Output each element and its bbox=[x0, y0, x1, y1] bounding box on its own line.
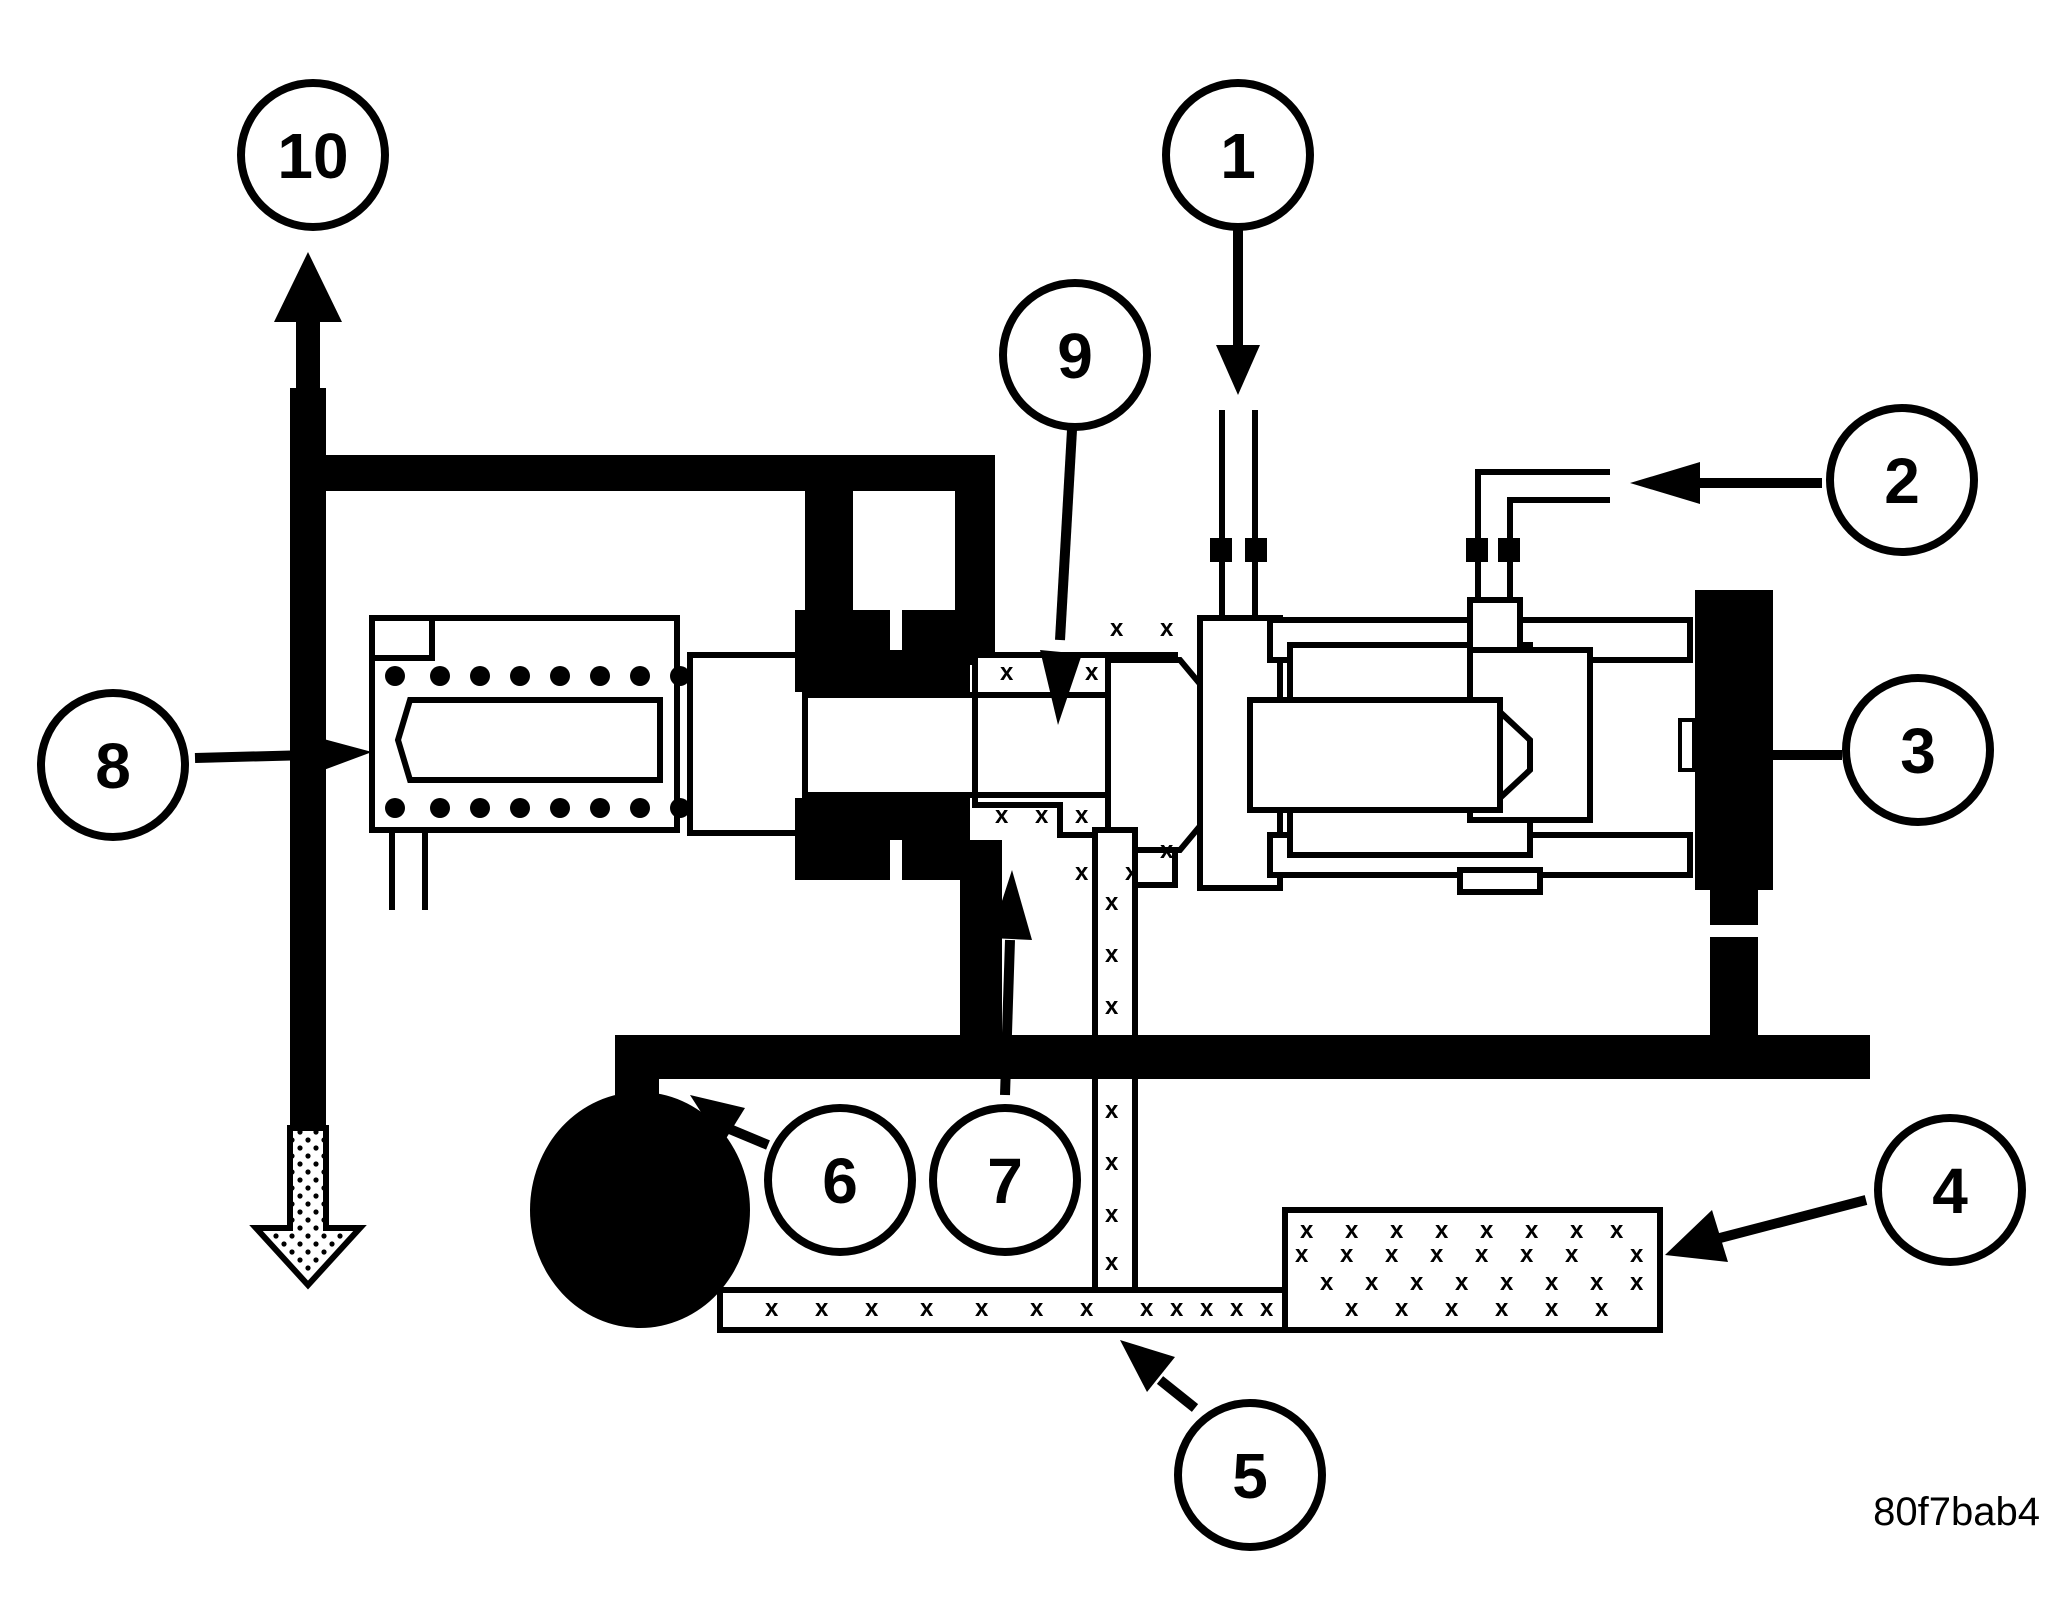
svg-text:x: x bbox=[1500, 1269, 1514, 1296]
svg-text:x: x bbox=[1080, 1295, 1094, 1322]
callout-6-label: 6 bbox=[822, 1145, 858, 1217]
svg-text:x: x bbox=[1430, 1241, 1444, 1268]
svg-text:x: x bbox=[1105, 889, 1119, 916]
svg-text:x: x bbox=[1480, 1217, 1494, 1244]
svg-text:x: x bbox=[1000, 659, 1014, 686]
svg-text:x: x bbox=[1435, 1217, 1449, 1244]
svg-text:x: x bbox=[1300, 1217, 1314, 1244]
svg-text:x: x bbox=[815, 1295, 829, 1322]
svg-text:x: x bbox=[1595, 1295, 1609, 1322]
svg-text:x: x bbox=[1445, 1295, 1459, 1322]
svg-text:x: x bbox=[1590, 1269, 1604, 1296]
leader-arrows bbox=[194, 230, 1868, 1412]
callout-9: 9 bbox=[999, 279, 1151, 431]
svg-text:x: x bbox=[1525, 1217, 1539, 1244]
svg-text:x: x bbox=[1160, 615, 1174, 642]
svg-text:x: x bbox=[1110, 615, 1124, 642]
svg-text:x: x bbox=[765, 1295, 779, 1322]
svg-text:x: x bbox=[1395, 1295, 1409, 1322]
callout-10: 10 bbox=[237, 79, 389, 231]
callout-8-label: 8 bbox=[95, 730, 131, 802]
exhaust-arrow bbox=[249, 1125, 367, 1290]
svg-text:x: x bbox=[1385, 1241, 1399, 1268]
svg-text:x: x bbox=[1230, 1295, 1244, 1322]
svg-text:x: x bbox=[1260, 1295, 1274, 1322]
svg-text:x: x bbox=[1630, 1241, 1644, 1268]
svg-text:x: x bbox=[1200, 1295, 1214, 1322]
svg-text:x: x bbox=[1160, 837, 1174, 864]
callout-3: 3 bbox=[1842, 674, 1994, 826]
svg-text:x: x bbox=[1035, 802, 1049, 829]
callout-4: 4 bbox=[1874, 1114, 2026, 1266]
svg-text:x: x bbox=[1610, 1217, 1624, 1244]
svg-text:x: x bbox=[1320, 1269, 1334, 1296]
svg-text:x: x bbox=[1075, 859, 1089, 886]
svg-text:x: x bbox=[1105, 1045, 1119, 1072]
callout-4-label: 4 bbox=[1932, 1155, 1968, 1227]
svg-text:x: x bbox=[1390, 1217, 1404, 1244]
svg-text:x: x bbox=[1340, 1241, 1354, 1268]
callout-8: 8 bbox=[37, 689, 189, 841]
bottom-passage bbox=[530, 1035, 1870, 1333]
svg-text:x: x bbox=[1085, 659, 1099, 686]
svg-text:x: x bbox=[1105, 1097, 1119, 1124]
callout-5-label: 5 bbox=[1232, 1440, 1268, 1512]
valve-spool bbox=[687, 610, 1002, 1040]
svg-text:x: x bbox=[1455, 1269, 1469, 1296]
callout-1: 1 bbox=[1162, 79, 1314, 231]
callout-7: 7 bbox=[929, 1104, 1081, 1256]
callout-9-label: 9 bbox=[1057, 320, 1093, 392]
svg-text:x: x bbox=[1105, 1249, 1119, 1276]
callout-3-label: 3 bbox=[1900, 715, 1936, 787]
svg-text:x: x bbox=[1170, 1295, 1184, 1322]
callout-1-label: 1 bbox=[1220, 120, 1256, 192]
svg-text:x: x bbox=[1105, 941, 1119, 968]
svg-text:x: x bbox=[995, 802, 1009, 829]
svg-text:x: x bbox=[1105, 1201, 1119, 1228]
svg-text:x: x bbox=[1105, 1149, 1119, 1176]
svg-text:x: x bbox=[1075, 802, 1089, 829]
svg-text:x: x bbox=[1345, 1217, 1359, 1244]
callout-7-label: 7 bbox=[987, 1145, 1023, 1217]
svg-text:x: x bbox=[1030, 1295, 1044, 1322]
figure-code: 80f7bab4 bbox=[1873, 1490, 2040, 1534]
svg-text:x: x bbox=[1475, 1241, 1489, 1268]
callout-5: 5 bbox=[1174, 1399, 1326, 1551]
callout-6: 6 bbox=[764, 1104, 916, 1256]
svg-text:x: x bbox=[920, 1295, 934, 1322]
svg-text:x: x bbox=[1125, 859, 1139, 886]
svg-text:x: x bbox=[865, 1295, 879, 1322]
svg-text:x: x bbox=[1630, 1269, 1644, 1296]
svg-text:x: x bbox=[1140, 1295, 1154, 1322]
svg-text:x: x bbox=[1520, 1241, 1534, 1268]
svg-text:x: x bbox=[1495, 1295, 1509, 1322]
svg-text:x: x bbox=[1105, 993, 1119, 1020]
svg-text:x: x bbox=[1545, 1269, 1559, 1296]
svg-text:x: x bbox=[1365, 1269, 1379, 1296]
svg-text:x: x bbox=[975, 1295, 989, 1322]
svg-text:x: x bbox=[1565, 1241, 1579, 1268]
svg-text:x: x bbox=[1345, 1295, 1359, 1322]
svg-text:x: x bbox=[1295, 1241, 1309, 1268]
callout-10-label: 10 bbox=[277, 120, 348, 192]
svg-text:x: x bbox=[1410, 1269, 1424, 1296]
spring-housing bbox=[369, 615, 690, 910]
callout-2-label: 2 bbox=[1884, 445, 1920, 517]
callout-2: 2 bbox=[1826, 404, 1978, 556]
svg-text:x: x bbox=[1545, 1295, 1559, 1322]
solenoid-assembly bbox=[1197, 410, 1778, 1050]
svg-text:x: x bbox=[1570, 1217, 1584, 1244]
